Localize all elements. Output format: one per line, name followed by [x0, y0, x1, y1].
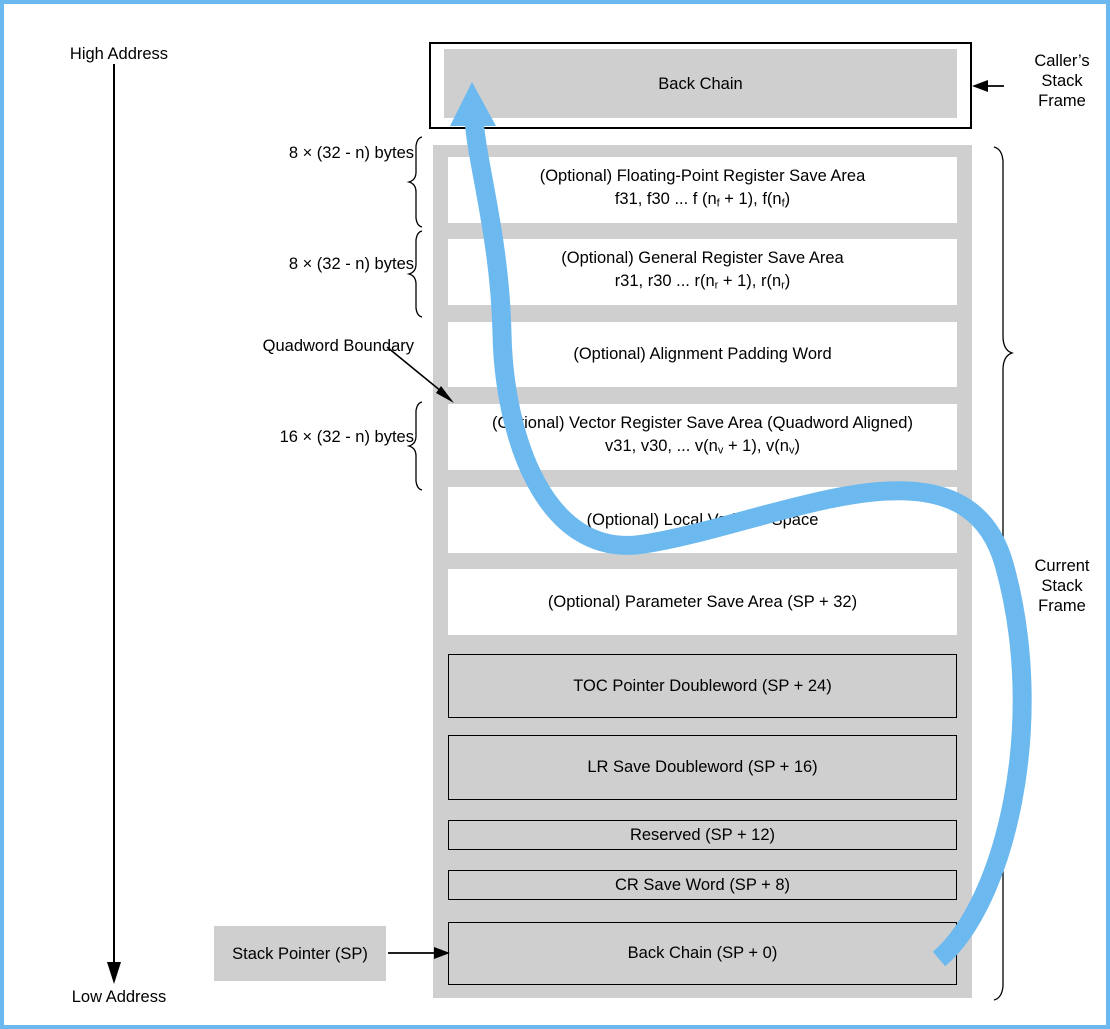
- slot-label: LR Save Doubleword (SP + 16): [587, 756, 817, 779]
- slot-label: (Optional) Alignment Padding Word: [573, 343, 831, 366]
- slot-toc-pointer-doubleword: TOC Pointer Doubleword (SP + 24): [448, 654, 957, 718]
- slot-label: CR Save Word (SP + 8): [615, 874, 790, 897]
- annotation-gpr-size: 8 × (32 - n) bytes: [288, 255, 414, 273]
- slot-label-line1: LR Save Doubleword (SP + 16): [587, 758, 818, 776]
- slot-reserved: Reserved (SP + 12): [448, 820, 957, 850]
- slot-alignment-padding-word: (Optional) Alignment Padding Word: [448, 322, 957, 387]
- slot-label: Back Chain (SP + 0): [628, 942, 778, 965]
- slot-label: Reserved (SP + 12): [630, 824, 775, 847]
- low-address-label: Low Address: [71, 988, 167, 1006]
- slot-back-chain-sp0: Back Chain (SP + 0): [448, 922, 957, 985]
- slot-label-line1: Back Chain (SP + 0): [627, 944, 778, 962]
- slot-label-line2: f31, f30 ... f (nf + 1), f(nf): [614, 189, 791, 210]
- annotation-fpr-size: 8 × (32 - n) bytes: [288, 144, 414, 162]
- annotation-quadword-boundary: Quadword Boundary: [262, 337, 414, 355]
- slot-vector-register-save-area: (Optional) Vector Register Save Area (Qu…: [448, 404, 957, 470]
- slot-label-line2: v31, v30, ... v(nv + 1), v(nv): [605, 436, 800, 457]
- slot-label-line1: (Optional) Parameter Save Area (SP + 32): [547, 592, 858, 611]
- slot-fp-register-save-area: (Optional) Floating-Point Register Save …: [448, 157, 957, 223]
- slot-label-line1: (Optional) General Register Save Area: [561, 248, 844, 267]
- slot-parameter-save-area: (Optional) Parameter Save Area (SP + 32): [448, 569, 957, 635]
- slot-local-variable-space: (Optional) Local Variable Space: [448, 487, 957, 553]
- slot-label-line1: (Optional) Floating-Point Register Save …: [539, 166, 866, 185]
- slot-general-register-save-area: (Optional) General Register Save Area r31…: [448, 239, 957, 305]
- slot-label: Back Chain: [658, 74, 743, 93]
- stack-pointer-box: Stack Pointer (SP): [214, 926, 386, 981]
- slot-label: (Optional) General Register Save Area r31…: [561, 247, 843, 297]
- slot-lr-save-doubleword: LR Save Doubleword (SP + 16): [448, 735, 957, 800]
- slot-label: (Optional) Vector Register Save Area (Qu…: [492, 412, 913, 462]
- slot-label: (Optional) Local Variable Space: [587, 509, 819, 532]
- slot-label-line1: (Optional) Alignment Padding Word: [573, 345, 832, 363]
- slot-label-line1: (Optional) Local Variable Space: [586, 510, 819, 529]
- high-address-label: High Address: [69, 45, 169, 63]
- slot-label: (Optional) Floating-Point Register Save …: [540, 165, 866, 215]
- slot-cr-save-word: CR Save Word (SP + 8): [448, 870, 957, 900]
- slot-label-line2: r31, r30 ... r(nr + 1), r(nr): [614, 271, 791, 292]
- annotation-vector-size: 16 × (32 - n) bytes: [279, 428, 414, 446]
- slot-label-line1: CR Save Word (SP + 8): [615, 875, 790, 894]
- stack-pointer-label: Stack Pointer (SP): [232, 944, 368, 963]
- slot-label-line1: TOC Pointer Doubleword (SP + 24): [573, 676, 832, 695]
- slot-label-line1: Reserved (SP + 12): [629, 825, 776, 844]
- slot-label: (Optional) Parameter Save Area (SP + 32): [548, 591, 857, 614]
- slot-label-line1: (Optional) Vector Register Save Area (Qu…: [492, 413, 913, 432]
- slot-back-chain-caller: Back Chain: [444, 49, 957, 118]
- slot-label: TOC Pointer Doubleword (SP + 24): [573, 675, 831, 698]
